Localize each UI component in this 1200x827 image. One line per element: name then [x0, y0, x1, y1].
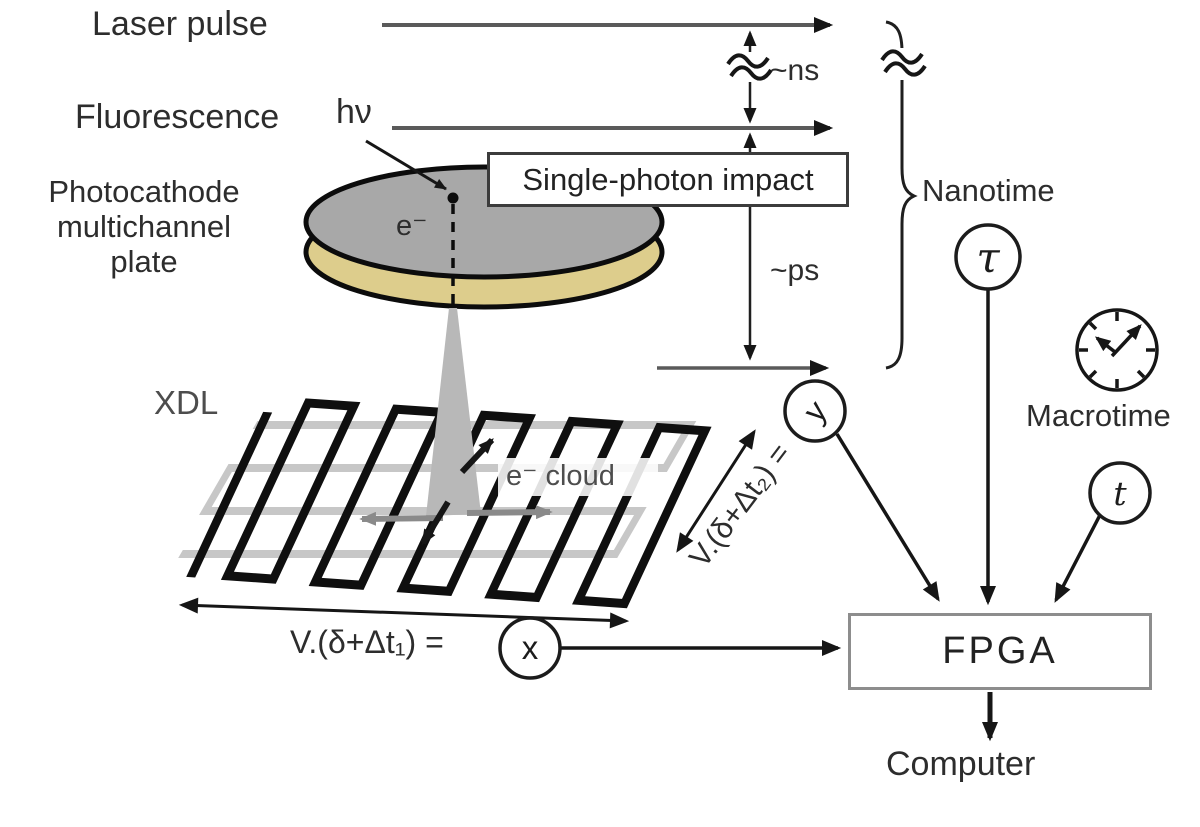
single-photon-impact-box: Single-photon impact	[487, 152, 849, 207]
fpga-label: FPGA	[942, 630, 1058, 672]
photocathode-label-line3: plate	[110, 244, 178, 279]
node-x-text: x	[521, 629, 539, 666]
computer-label: Computer	[886, 745, 1036, 783]
brace-break-icon	[880, 49, 927, 77]
clock-ticks	[1079, 312, 1155, 388]
e-cloud-label-chip	[498, 458, 658, 496]
nanotime-brace	[885, 20, 918, 370]
ns-break-icon	[726, 53, 773, 81]
impact-dot	[447, 192, 459, 204]
photocathode-label: Photocathode multichannel plate	[8, 174, 280, 279]
photocathode-label-line1: Photocathode	[48, 174, 240, 209]
hnu-arrow	[365, 139, 447, 191]
node-tau-label: τ	[958, 228, 1018, 286]
y-to-fpga-line	[835, 433, 940, 602]
node-x-label: x	[500, 623, 560, 673]
clock-icon	[1075, 308, 1159, 392]
electron-label: e⁻	[396, 210, 428, 242]
formula-x-label: V.(δ+Δt₁) =	[290, 624, 444, 660]
t-to-fpga-line	[1054, 514, 1102, 603]
node-x-circle	[498, 616, 562, 680]
electron-cloud-label: e⁻ cloud	[506, 460, 615, 492]
node-t-circle	[1088, 461, 1152, 525]
fpga-box: FPGA	[848, 613, 1152, 690]
photocathode-label-line2: multichannel	[56, 209, 232, 244]
cloud-arrow-right	[466, 505, 553, 520]
clock-hand-long	[1110, 324, 1142, 358]
node-y-text: y	[795, 392, 834, 429]
cloud-arrow-left	[359, 511, 444, 526]
cloud-arrow-downleft	[420, 500, 451, 546]
laser-pulse-label: Laser pulse	[92, 5, 268, 43]
node-t-label: t	[1090, 468, 1150, 518]
xdl-label: XDL	[154, 384, 219, 421]
single-photon-impact-label: Single-photon impact	[522, 161, 814, 197]
node-tau-circle	[954, 223, 1022, 291]
ns-label: ~ns	[770, 54, 820, 87]
fluorescence-label: Fluorescence	[75, 98, 280, 136]
node-y-circle	[783, 379, 847, 443]
hnu-label: hν	[336, 93, 372, 131]
cloud-arrow-upright	[459, 437, 495, 475]
nanotime-label: Nanotime	[922, 173, 1055, 208]
y-extent-arrow	[676, 429, 756, 553]
macrotime-label: Macrotime	[1026, 398, 1171, 433]
ps-label: ~ps	[770, 254, 820, 287]
node-t-text: t	[1113, 473, 1127, 513]
clock-hand-short	[1094, 336, 1117, 354]
node-tau-text: τ	[976, 232, 1000, 282]
x-extent-arrow	[178, 597, 630, 629]
